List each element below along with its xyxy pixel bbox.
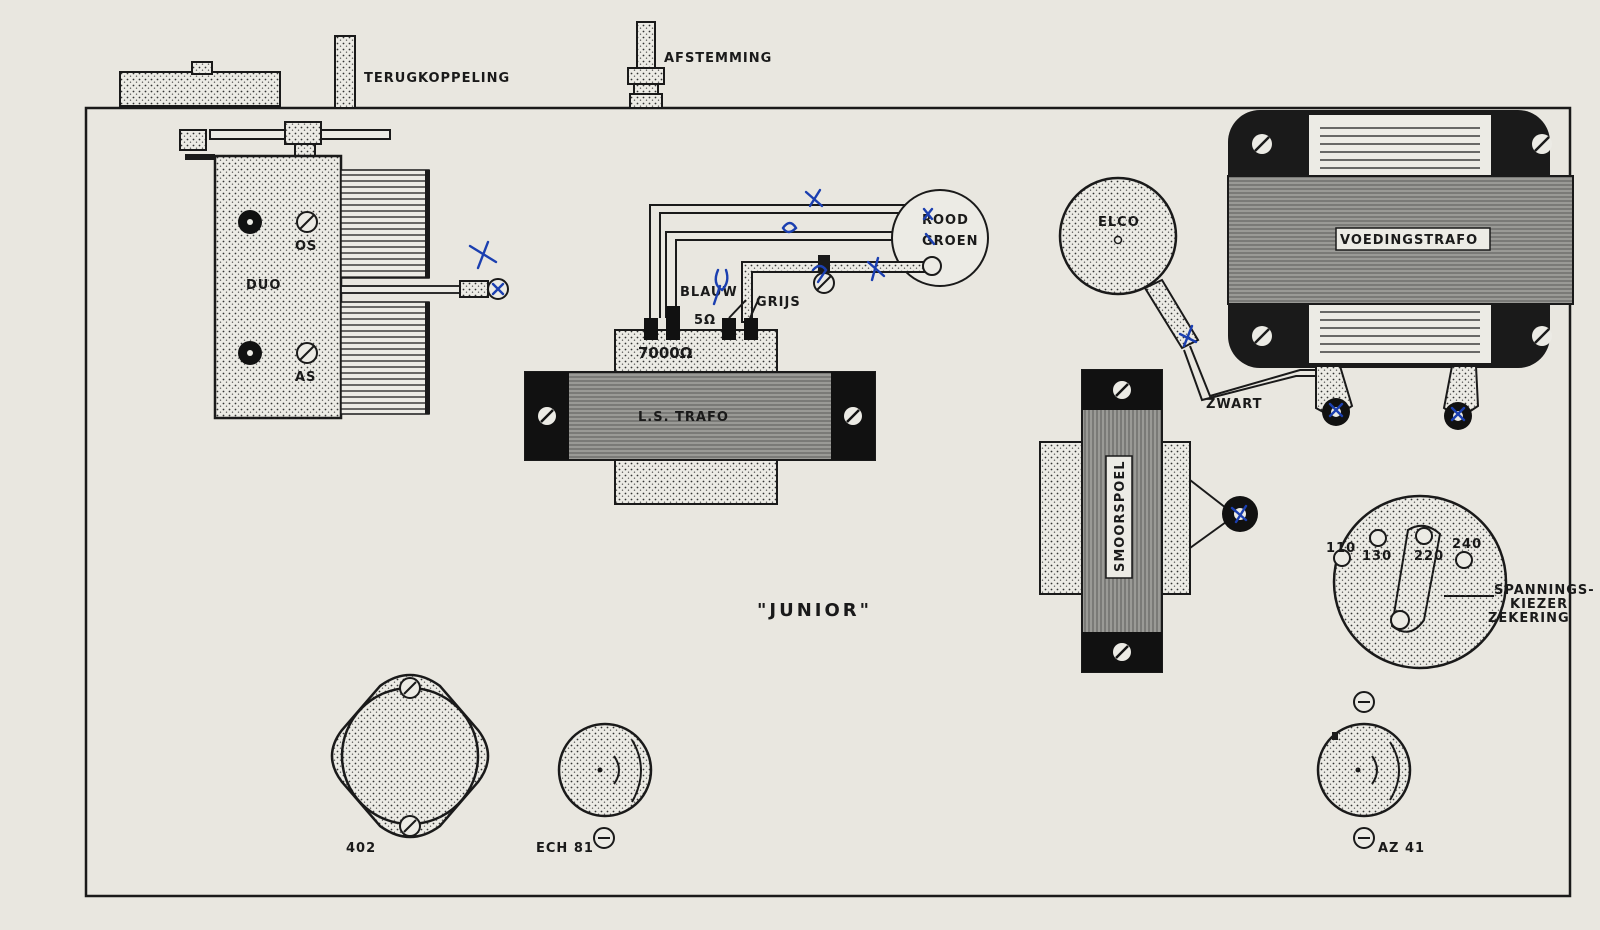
pen-mark-capacitor: [468, 240, 505, 296]
tube-az41-label: AZ 41: [1378, 841, 1425, 856]
tube-ech81-body: [557, 722, 653, 818]
capacitor-fins-bottom: [340, 301, 430, 415]
voltage-240-label: 240: [1452, 537, 1482, 552]
as-label: AS: [295, 370, 316, 385]
tube-ech81: ECH 81: [536, 722, 653, 856]
ls-trafo-core: [524, 371, 876, 461]
duo-label: DUO: [246, 278, 281, 293]
spanningskiezer-disc: [1332, 494, 1508, 670]
pen-mark-lead: [811, 256, 886, 284]
ls-trafo-label: L.S. TRAFO: [638, 410, 729, 425]
5-ohm-label: 5Ω: [694, 313, 716, 328]
elco-capacitor: ELCO ZWART: [1058, 176, 1322, 412]
voltage-130-label: 130: [1362, 549, 1392, 564]
afstemming-label: AFSTEMMING: [664, 51, 772, 66]
ls-trafo: L.S. TRAFO BLAUW GRIJS 5Ω 7000Ω: [524, 268, 876, 505]
spanningskiezer-label: SPANNINGS-: [1494, 583, 1595, 598]
terugkoppeling-label: TERUGKOPPELING: [364, 71, 510, 86]
voltage-110-label: 110: [1326, 541, 1356, 556]
pen-mark-wire: [804, 188, 824, 208]
os-label: OS: [295, 239, 317, 254]
grijs-label: GRIJS: [756, 295, 801, 310]
voedingstrafo-label: VOEDINGSTRAFO: [1340, 233, 1478, 248]
elco-label: ELCO: [1098, 215, 1140, 230]
tube-az41-body: [1316, 722, 1412, 818]
tube-402-label: 402: [346, 841, 376, 856]
spanningskiezer: 110 130 220 240 SPANNINGS- KIEZER ZEKERI…: [1326, 494, 1595, 670]
speaker-wiring: ROOD GROEN: [649, 188, 989, 323]
afstemming-knob: AFSTEMMING: [627, 21, 772, 109]
groen-label: GROEN: [922, 234, 979, 249]
pen-mark-elco: [1178, 324, 1198, 348]
diagram-border: [84, 106, 1572, 898]
terugkoppeling-shaft: [334, 35, 356, 109]
smoorspoel-label: SMOORSPOEL: [1113, 460, 1128, 572]
zekering-link: [1390, 524, 1442, 633]
tube-ech81-label: ECH 81: [536, 841, 594, 856]
pen-mark-connector: [781, 207, 936, 246]
diagram-title: "JUNIOR": [757, 600, 872, 621]
terugkoppeling-knob: [119, 71, 281, 107]
tube-az41: AZ 41: [1316, 691, 1425, 856]
pen-mark-smoorspoel: [1230, 504, 1248, 524]
capacitor-fins-top: [340, 169, 430, 279]
variable-capacitor-duo: TERUGKOPPELING OS AS DUO: [119, 35, 510, 420]
voedingstrafo: VOEDINGSTRAFO: [1227, 110, 1574, 430]
zwart-label: ZWART: [1206, 397, 1263, 412]
pen-mark-voedingstrafo: [1328, 402, 1466, 422]
tube-402: 402: [330, 673, 490, 856]
duo-capacitor-body: [213, 154, 343, 420]
voltage-220-label: 220: [1414, 549, 1444, 564]
7000-ohm-label: 7000Ω: [638, 344, 693, 362]
zekering-label: ZEKERING: [1488, 611, 1570, 626]
kiezer-label: KIEZER: [1510, 597, 1568, 612]
pen-mark-blauw: [712, 268, 729, 306]
rood-label: ROOD: [922, 213, 969, 228]
smoorspoel-coil: [1081, 369, 1163, 673]
blauw-label: BLAUW: [680, 285, 738, 300]
smoorspoel: SMOORSPOEL: [1039, 369, 1258, 673]
